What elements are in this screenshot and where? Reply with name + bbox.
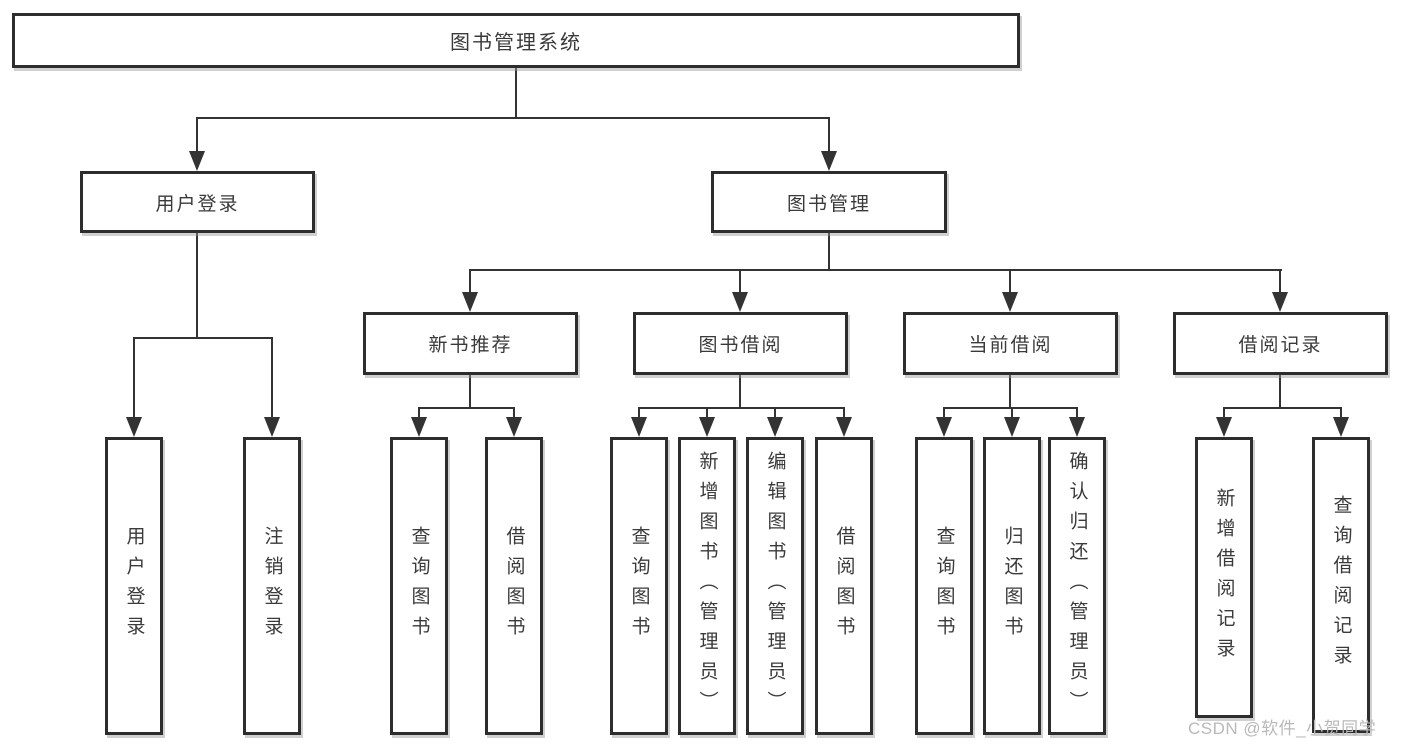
connector-book-management-rail — [469, 269, 1282, 271]
connector-drop-borrow-book — [843, 407, 845, 421]
arrowhead-query-book-borrow — [631, 417, 647, 437]
connector-drop-borrow-records — [1279, 269, 1281, 297]
leaf-borrow-book-recommend-label: 借阅图书 — [503, 526, 525, 646]
leaf-query-book-borrow-label: 查询图书 — [628, 526, 650, 646]
leaf-add-book-admin: 新增图书（管理员） — [678, 437, 736, 735]
connector-root-stem — [515, 68, 517, 119]
connector-borrow-records-stem — [1279, 375, 1281, 409]
arrowhead-borrow-book — [836, 417, 852, 437]
connector-current-borrow-rail — [943, 407, 1078, 409]
node-root-label: 图书管理系统 — [450, 32, 582, 54]
arrowhead-query-borrow-record — [1333, 417, 1349, 437]
leaf-user-login-label: 用户登录 — [123, 526, 145, 646]
node-new-book-recommend-label: 新书推荐 — [428, 335, 513, 356]
arrowhead-leaf-user-login — [126, 417, 142, 437]
connector-drop-query-borrow-record — [1340, 407, 1342, 421]
leaf-query-borrow-record: 查询借阅记录 — [1312, 437, 1370, 733]
arrowhead-return-book — [1004, 417, 1020, 437]
connector-drop-book-management — [828, 117, 830, 157]
connector-current-borrow-stem — [1009, 375, 1011, 409]
connector-drop-query-book-current — [943, 407, 945, 421]
arrowhead-new-book-recommend — [462, 292, 478, 312]
leaf-edit-book-admin-label: 编辑图书（管理员） — [764, 451, 786, 721]
leaf-confirm-return-admin-label: 确认归还（管理员） — [1066, 451, 1088, 721]
arrowhead-borrow-records — [1272, 292, 1288, 312]
connector-user-login-stem — [196, 233, 198, 339]
node-borrow-records: 借阅记录 — [1173, 312, 1388, 375]
connector-new-book-recommend-stem — [469, 375, 471, 409]
connector-drop-confirm-return-admin — [1076, 407, 1078, 421]
connector-root-rail — [196, 117, 830, 119]
leaf-return-book-label: 归还图书 — [1001, 526, 1023, 646]
node-root: 图书管理系统 — [12, 13, 1020, 68]
connector-drop-borrow-book-recommend — [513, 407, 515, 421]
arrowhead-edit-book-admin — [767, 417, 783, 437]
leaf-logout-label: 注销登录 — [261, 526, 283, 646]
leaf-query-book-current: 查询图书 — [915, 437, 973, 735]
connector-drop-add-borrow-record — [1223, 407, 1225, 421]
connector-drop-add-book-admin — [706, 407, 708, 421]
node-current-borrow-label: 当前借阅 — [968, 335, 1053, 356]
node-new-book-recommend: 新书推荐 — [363, 312, 578, 375]
connector-drop-edit-book-admin — [774, 407, 776, 421]
node-user-login-branch-label: 用户登录 — [155, 193, 240, 215]
leaf-confirm-return-admin: 确认归还（管理员） — [1048, 437, 1106, 735]
connector-drop-current-borrow — [1009, 269, 1011, 297]
leaf-add-book-admin-label: 新增图书（管理员） — [696, 451, 718, 721]
node-user-login-branch: 用户登录 — [80, 171, 315, 233]
arrowhead-add-book-admin — [699, 417, 715, 437]
leaf-add-borrow-record: 新增借阅记录 — [1195, 437, 1253, 718]
connector-drop-query-book-recommend — [418, 407, 420, 421]
connector-borrow-records-rail — [1223, 407, 1342, 409]
leaf-query-book-current-label: 查询图书 — [933, 526, 955, 646]
node-borrow-records-label: 借阅记录 — [1238, 335, 1323, 356]
node-book-management-branch: 图书管理 — [711, 171, 947, 233]
connector-drop-leaf-logout — [271, 337, 273, 423]
connector-drop-book-borrow — [739, 269, 741, 297]
leaf-edit-book-admin: 编辑图书（管理员） — [746, 437, 804, 735]
leaf-borrow-book: 借阅图书 — [815, 437, 873, 735]
arrowhead-borrow-book-recommend — [506, 417, 522, 437]
arrowhead-add-borrow-record — [1216, 417, 1232, 437]
arrowhead-user-login — [189, 151, 205, 171]
node-book-borrow: 图书借阅 — [633, 312, 848, 375]
node-current-borrow: 当前借阅 — [903, 312, 1118, 375]
leaf-query-book-borrow: 查询图书 — [610, 437, 668, 735]
connector-user-login-rail — [133, 337, 273, 339]
arrowhead-query-book-current — [936, 417, 952, 437]
leaf-query-borrow-record-label: 查询借阅记录 — [1330, 495, 1352, 675]
connector-drop-user-login — [196, 117, 198, 157]
leaf-user-login: 用户登录 — [105, 437, 163, 735]
leaf-borrow-book-label: 借阅图书 — [833, 526, 855, 646]
node-book-borrow-label: 图书借阅 — [698, 335, 783, 356]
watermark-text: CSDN @软件_小贺同学 — [1188, 719, 1377, 738]
leaf-query-book-recommend: 查询图书 — [390, 437, 448, 735]
arrowhead-current-borrow — [1002, 292, 1018, 312]
leaf-borrow-book-recommend: 借阅图书 — [485, 437, 543, 735]
connector-book-management-stem — [828, 233, 830, 271]
connector-drop-query-book-borrow — [638, 407, 640, 421]
leaf-logout: 注销登录 — [243, 437, 301, 735]
node-book-management-branch-label: 图书管理 — [786, 193, 871, 215]
connector-drop-leaf-user-login — [133, 337, 135, 423]
leaf-query-book-recommend-label: 查询图书 — [408, 526, 430, 646]
connector-book-borrow-stem — [739, 375, 741, 409]
arrowhead-leaf-logout — [264, 417, 280, 437]
connector-drop-return-book — [1011, 407, 1013, 421]
connector-new-book-recommend-rail — [418, 407, 515, 409]
arrowhead-query-book-recommend — [411, 417, 427, 437]
connector-drop-new-book-recommend — [469, 269, 471, 297]
arrowhead-book-borrow — [732, 292, 748, 312]
leaf-return-book: 归还图书 — [983, 437, 1041, 735]
leaf-add-borrow-record-label: 新增借阅记录 — [1213, 487, 1235, 668]
arrowhead-book-management — [821, 151, 837, 171]
connector-book-borrow-rail — [638, 407, 845, 409]
arrowhead-confirm-return-admin — [1069, 417, 1085, 437]
